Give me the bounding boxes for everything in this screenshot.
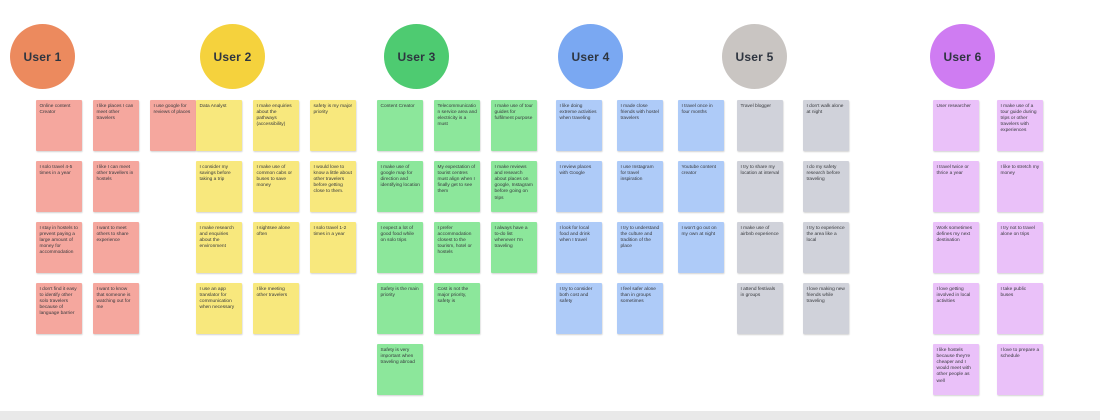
user-label: User 3 (397, 49, 436, 64)
sticky-note[interactable]: I travel once in four months (678, 100, 724, 151)
sticky-note[interactable]: I make research and enquiries about the … (196, 222, 242, 273)
canvas-bottom-edge (0, 411, 1100, 420)
sticky-note[interactable]: I like I can meet other travellers in ho… (93, 161, 139, 212)
sticky-note[interactable]: I expect a lot of good food while on sol… (377, 222, 423, 273)
sticky-note[interactable]: I don't find it easy to identify other s… (36, 283, 82, 334)
sticky-note[interactable]: I sightsee alone often (253, 222, 299, 273)
sticky-note[interactable]: I love making new friends while travelin… (803, 283, 849, 334)
sticky-note[interactable]: I make use of airbnb experience (737, 222, 783, 273)
sticky-note[interactable]: I love to prepare a schedule (997, 344, 1043, 395)
sticky-note[interactable]: I try to consider both cost and safety (556, 283, 602, 334)
sticky-note[interactable]: I make use of tour guides for fulfilment… (491, 100, 537, 151)
sticky-note[interactable]: I made close friends with hostel travele… (617, 100, 663, 151)
user-circle-4[interactable]: User 4 (558, 24, 623, 89)
sticky-note[interactable]: I stay in hostels to prevent paying a la… (36, 222, 82, 273)
sticky-note[interactable]: I prefer accommodation closest to the to… (434, 222, 480, 273)
user-label: User 4 (571, 49, 610, 64)
sticky-note[interactable]: I make use of google map for direction a… (377, 161, 423, 212)
sticky-note[interactable]: Youtube content creator (678, 161, 724, 212)
user-label: User 6 (943, 49, 982, 64)
sticky-note[interactable]: I consider my savings before taking a tr… (196, 161, 242, 212)
sticky-note[interactable]: I try not to travel alone on trips (997, 222, 1043, 273)
sticky-note[interactable]: Telecommunication service area and elect… (434, 100, 480, 151)
sticky-note[interactable]: I make enquiries about the pathways (acc… (253, 100, 299, 151)
sticky-note[interactable]: I like to stretch my money (997, 161, 1043, 212)
sticky-note[interactable]: I want to meet others to share experienc… (93, 222, 139, 273)
sticky-note[interactable]: Work sometimes defines my next destinati… (933, 222, 979, 273)
user-circle-6[interactable]: User 6 (930, 24, 995, 89)
sticky-note[interactable]: My expectation of tourist centres must a… (434, 161, 480, 212)
sticky-note[interactable]: I do my safety research before traveling (803, 161, 849, 212)
user-label: User 1 (23, 49, 62, 64)
sticky-note[interactable]: I make use of a tour guide during trips … (997, 100, 1043, 151)
sticky-note[interactable]: I don't walk alone at night (803, 100, 849, 151)
sticky-note[interactable]: Safety is the main priority (377, 283, 423, 334)
sticky-note[interactable]: I try to experience the area like a loca… (803, 222, 849, 273)
sticky-note[interactable]: Data Analyst (196, 100, 242, 151)
sticky-note[interactable]: I try to understand the culture and trad… (617, 222, 663, 273)
sticky-note[interactable]: I love getting involved in local activit… (933, 283, 979, 334)
sticky-note[interactable]: I use an app translator for communicatio… (196, 283, 242, 334)
sticky-note[interactable]: Safety is very important when traveling … (377, 344, 423, 395)
user-circle-2[interactable]: User 2 (200, 24, 265, 89)
sticky-note[interactable]: I take public buses (997, 283, 1043, 334)
sticky-note[interactable]: I feel safer alone than in groups someti… (617, 283, 663, 334)
sticky-note[interactable]: I would love to know a little about othe… (310, 161, 356, 212)
sticky-note[interactable]: Travel blogger (737, 100, 783, 151)
user-circle-1[interactable]: User 1 (10, 24, 75, 89)
user-label: User 2 (213, 49, 252, 64)
sticky-note[interactable]: User researcher (933, 100, 979, 151)
sticky-note[interactable]: Content Creator (377, 100, 423, 151)
sticky-note[interactable]: I use Instagram for travel inspiration (617, 161, 663, 212)
sticky-note[interactable]: I use google for reviews of places (150, 100, 196, 151)
sticky-note[interactable]: I won't go out on my own at night (678, 222, 724, 273)
user-label: User 5 (735, 49, 774, 64)
sticky-note[interactable]: I like meeting other travelers (253, 283, 299, 334)
sticky-note[interactable]: I make use of common cabs or buses to sa… (253, 161, 299, 212)
sticky-note[interactable]: I try to share my location at interval (737, 161, 783, 212)
sticky-note[interactable]: I look for local food and drink when I t… (556, 222, 602, 273)
sticky-note[interactable]: I review places with Google (556, 161, 602, 212)
user-circle-3[interactable]: User 3 (384, 24, 449, 89)
sticky-note[interactable]: I solo travel 4-5 times in a year (36, 161, 82, 212)
sticky-note[interactable]: I like hostels because they're cheaper a… (933, 344, 979, 395)
sticky-note[interactable]: I make reviews and research about places… (491, 161, 537, 212)
sticky-note[interactable]: I want to know that someone is watching … (93, 283, 139, 334)
sticky-note[interactable]: I travel twice or thrice a year (933, 161, 979, 212)
sticky-note[interactable]: Cost is not the major priority, safety i… (434, 283, 480, 334)
sticky-note[interactable]: I like doing extreme activities when tra… (556, 100, 602, 151)
sticky-note[interactable]: I like places I can meet other travelers (93, 100, 139, 151)
sticky-note[interactable]: I always have a to-do list whenever I'm … (491, 222, 537, 273)
user-circle-5[interactable]: User 5 (722, 24, 787, 89)
sticky-note[interactable]: I attend festivals in groups (737, 283, 783, 334)
sticky-note[interactable]: Online content Creator (36, 100, 82, 151)
sticky-note[interactable]: safety is my major priority (310, 100, 356, 151)
sticky-note[interactable]: I solo travel 1-2 times in a year (310, 222, 356, 273)
